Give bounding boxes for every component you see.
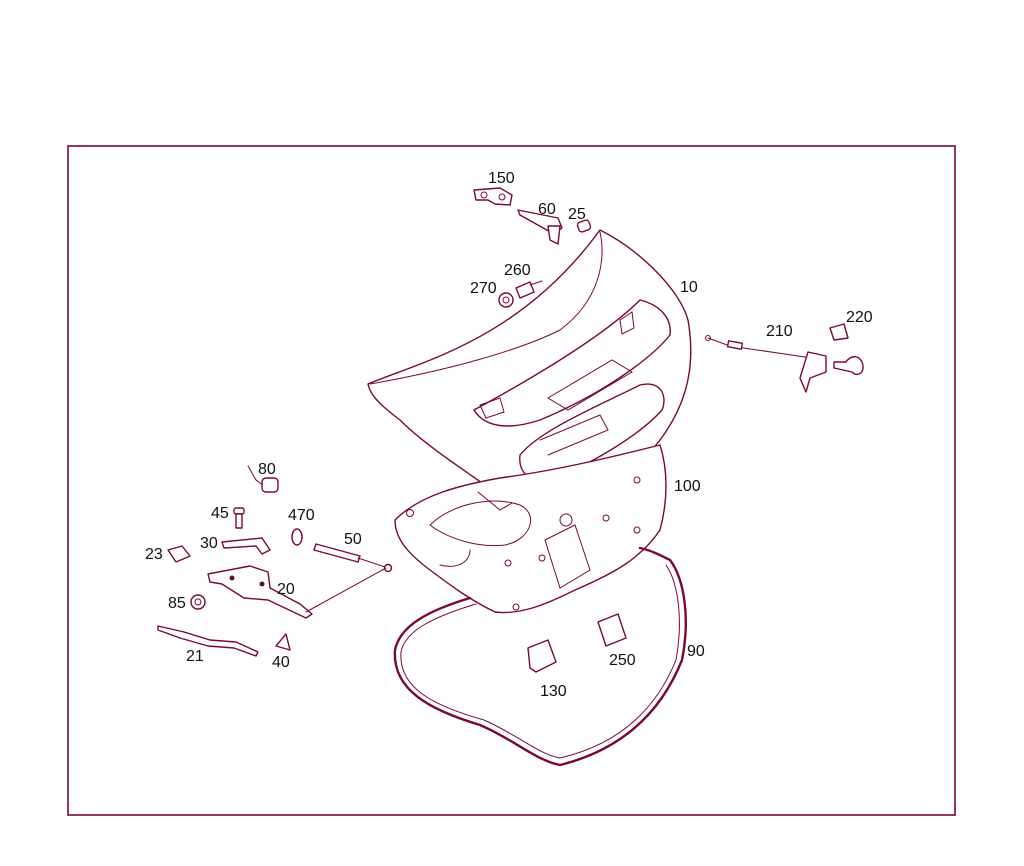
label-part-10: 10	[680, 279, 698, 296]
label-part-21: 21	[186, 648, 204, 665]
label-part-45: 45	[211, 505, 229, 522]
label-part-60: 60	[538, 201, 556, 218]
label-part-90: 90	[687, 643, 705, 660]
diagram-frame	[67, 145, 956, 816]
nut-part-85[interactable]	[190, 594, 206, 610]
bushing-part-470[interactable]	[291, 528, 303, 546]
label-part-40: 40	[272, 654, 290, 671]
trunk-lid-part-10[interactable]	[367, 229, 692, 504]
label-part-25: 25	[568, 206, 586, 223]
switch-part-130[interactable]	[527, 639, 557, 673]
cable-part-210[interactable]	[705, 335, 864, 393]
bracket-part-30[interactable]	[221, 537, 271, 555]
bolt-part-45[interactable]	[233, 507, 245, 529]
buffer-part-80[interactable]	[247, 465, 279, 493]
label-part-150: 150	[488, 170, 515, 187]
label-part-210: 210	[766, 323, 793, 340]
clip-part-23[interactable]	[167, 545, 191, 563]
label-part-250: 250	[609, 652, 636, 669]
bolt-part-260[interactable]	[515, 280, 543, 299]
label-part-23: 23	[145, 546, 163, 563]
label-part-130: 130	[540, 683, 567, 700]
label-part-30: 30	[200, 535, 218, 552]
label-part-20: 20	[277, 581, 295, 598]
seal-part-90[interactable]	[393, 546, 687, 767]
label-part-270: 270	[470, 280, 497, 297]
bracket-part-150[interactable]	[473, 187, 513, 206]
label-part-100: 100	[674, 478, 701, 495]
bushing-part-25[interactable]	[576, 219, 592, 233]
label-part-470: 470	[288, 507, 315, 524]
clip-part-220[interactable]	[829, 323, 849, 341]
gas-strut-part-50[interactable]	[313, 543, 393, 573]
link-part-21[interactable]	[157, 625, 259, 657]
label-part-260: 260	[504, 262, 531, 279]
label-part-80: 80	[258, 461, 276, 478]
label-part-220: 220	[846, 309, 873, 326]
hinge-part-20[interactable]	[207, 565, 387, 619]
lock-plate-part-60[interactable]	[517, 209, 563, 245]
label-part-85: 85	[168, 595, 186, 612]
cover-part-40[interactable]	[275, 633, 291, 651]
nut-part-270[interactable]	[498, 292, 514, 308]
label-part-50: 50	[344, 531, 362, 548]
switch-part-250[interactable]	[597, 613, 627, 647]
